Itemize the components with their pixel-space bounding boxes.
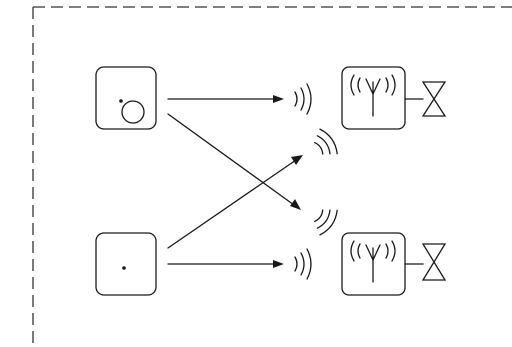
signal-links: [167, 95, 303, 268]
radio-wave-bottom: [294, 248, 312, 280]
radio-wave-cross-up: [314, 128, 338, 155]
sensor-circle-icon: [121, 100, 145, 124]
receiver-2: [341, 232, 447, 296]
arrowhead-direct-top: [273, 95, 284, 103]
antenna-icon: [350, 74, 396, 117]
arrowhead-direct-bottom: [273, 260, 284, 268]
sensor-1-indicator-dot: [119, 99, 123, 103]
sensor-transmitter-1: [95, 66, 157, 130]
sensor-transmitter-2: [95, 232, 157, 296]
valve-icon: [421, 81, 447, 117]
arrowhead-cross-down: [290, 199, 301, 210]
arrowhead-cross-up: [291, 155, 303, 165]
sensor-dot-icon: [122, 266, 126, 270]
valve-icon: [421, 243, 447, 281]
link-cross-down: [167, 113, 295, 206]
sensor-1-housing: [95, 66, 157, 130]
link-cross-up: [167, 159, 297, 249]
dashed-boundary: [32, 6, 512, 347]
radio-wave-cross-down: [314, 209, 338, 236]
sensor-2-housing: [95, 232, 157, 296]
radio-wave-top: [294, 83, 312, 115]
receiver-1: [341, 66, 447, 130]
antenna-icon: [350, 240, 396, 283]
